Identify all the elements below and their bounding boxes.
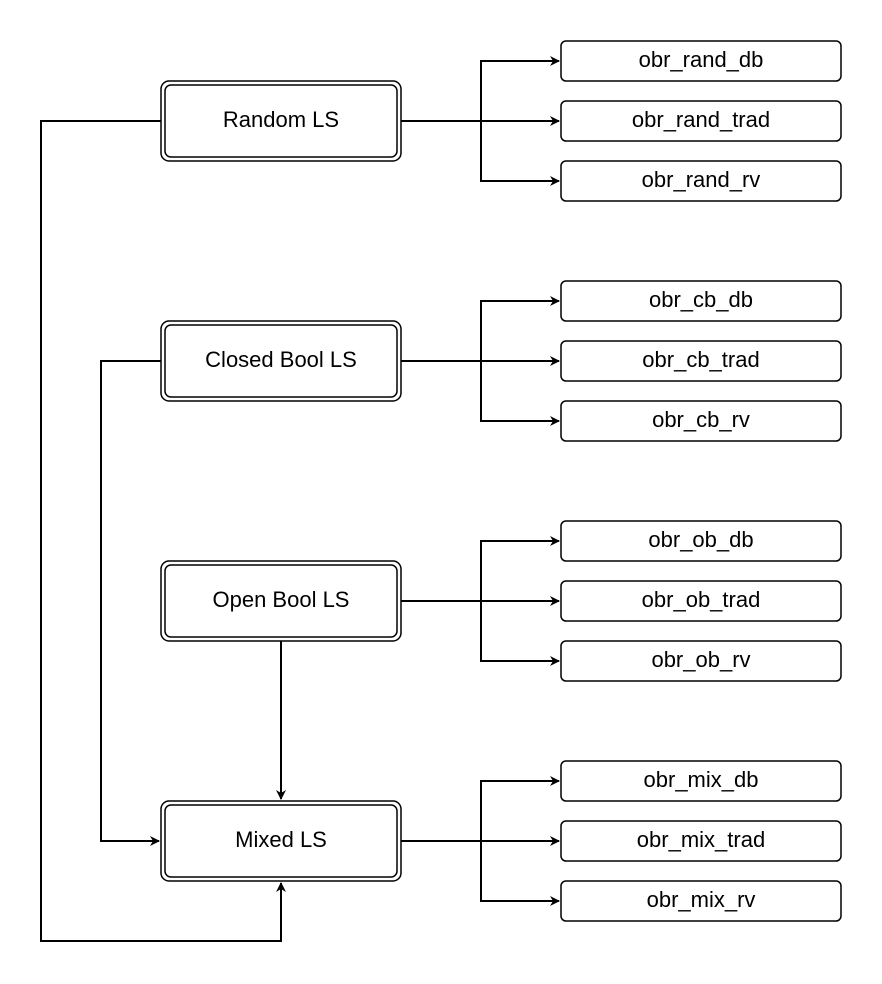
- output-obr-mix-rv[interactable]: obr_mix_rv: [560, 880, 842, 922]
- output-obr-mix-trad[interactable]: obr_mix_trad: [560, 820, 842, 862]
- node-open-bool-ls[interactable]: Open Bool LS: [160, 560, 402, 642]
- fanout-arrow-2-0: [401, 536, 560, 602]
- output-label: obr_ob_db: [648, 527, 753, 552]
- fanout-arrow-3-2: [401, 840, 560, 906]
- output-label: obr_mix_db: [644, 767, 759, 792]
- node-label: Mixed LS: [235, 827, 327, 852]
- output-obr-ob-db[interactable]: obr_ob_db: [560, 520, 842, 562]
- group-open-bool-ls: Open Bool LS obr_ob_db obr_ob_trad obr_o…: [160, 520, 842, 682]
- node-label: Random LS: [223, 107, 339, 132]
- output-label: obr_rand_db: [639, 47, 764, 72]
- node-label: Closed Bool LS: [205, 347, 357, 372]
- output-obr-mix-db[interactable]: obr_mix_db: [560, 760, 842, 802]
- output-label: obr_cb_db: [649, 287, 753, 312]
- output-label: obr_cb_rv: [652, 407, 750, 432]
- connectors: [40, 56, 560, 942]
- output-obr-rand-db[interactable]: obr_rand_db: [560, 40, 842, 82]
- merge-arrow-closed-bool: [100, 360, 161, 846]
- group-closed-bool-ls: Closed Bool LS obr_cb_db obr_cb_trad obr…: [160, 280, 842, 442]
- node-random-ls[interactable]: Random LS: [160, 80, 402, 162]
- output-obr-ob-trad[interactable]: obr_ob_trad: [560, 580, 842, 622]
- output-obr-cb-trad[interactable]: obr_cb_trad: [560, 340, 842, 382]
- output-obr-cb-rv[interactable]: obr_cb_rv: [560, 400, 842, 442]
- output-obr-rand-rv[interactable]: obr_rand_rv: [560, 160, 842, 202]
- output-label: obr_rand_rv: [642, 167, 761, 192]
- fanout-arrow-0-2: [401, 120, 560, 186]
- node-closed-bool-ls[interactable]: Closed Bool LS: [160, 320, 402, 402]
- output-label: obr_mix_rv: [647, 887, 756, 912]
- fanout-arrow-2-2: [401, 600, 560, 666]
- output-obr-ob-rv[interactable]: obr_ob_rv: [560, 640, 842, 682]
- output-obr-rand-trad[interactable]: obr_rand_trad: [560, 100, 842, 142]
- group-random-ls: Random LS obr_rand_db obr_rand_trad obr_…: [160, 40, 842, 202]
- nodes: Random LS obr_rand_db obr_rand_trad obr_…: [160, 40, 842, 922]
- output-label: obr_cb_trad: [642, 347, 759, 372]
- group-mixed-ls: Mixed LS obr_mix_db obr_mix_trad obr_mix…: [160, 760, 842, 922]
- merge-arrow-random: [40, 120, 286, 942]
- fanout-arrow-3-0: [401, 776, 560, 842]
- fanout-arrow-1-2: [401, 360, 560, 426]
- node-label: Open Bool LS: [213, 587, 350, 612]
- fanout-arrow-1-0: [401, 296, 560, 362]
- output-label: obr_rand_trad: [632, 107, 770, 132]
- output-label: obr_ob_trad: [642, 587, 761, 612]
- output-obr-cb-db[interactable]: obr_cb_db: [560, 280, 842, 322]
- fanout-arrow-0-0: [401, 56, 560, 122]
- output-label: obr_ob_rv: [651, 647, 750, 672]
- output-label: obr_mix_trad: [637, 827, 765, 852]
- node-mixed-ls[interactable]: Mixed LS: [160, 800, 402, 882]
